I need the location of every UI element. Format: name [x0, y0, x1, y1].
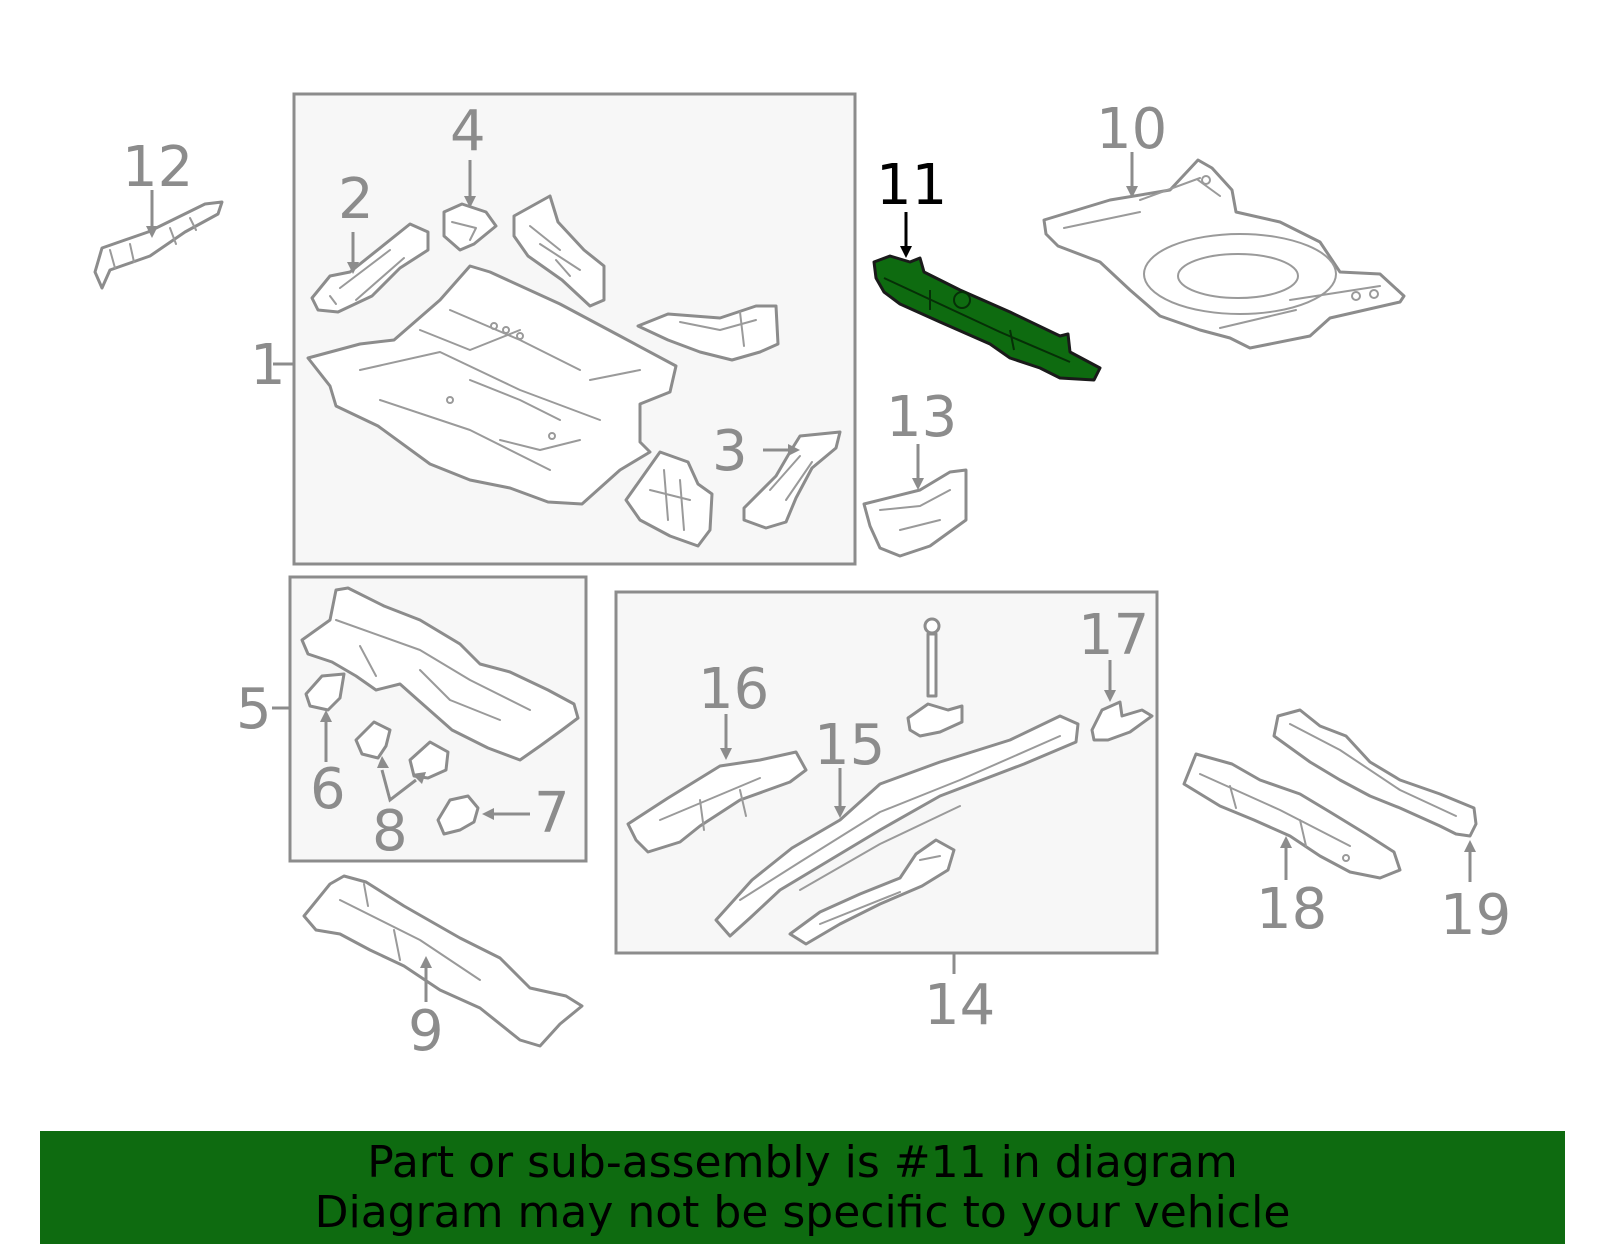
arrow-2 — [347, 262, 359, 274]
callout-17[interactable]: 17 — [1078, 603, 1149, 668]
arrow-17 — [1104, 690, 1116, 702]
part-7[interactable] — [436, 794, 480, 836]
info-banner: Part or sub-assembly is #11 in diagram D… — [40, 1131, 1565, 1244]
callout-14[interactable]: 14 — [924, 973, 995, 1038]
part-2[interactable] — [310, 222, 430, 314]
arrow-15 — [834, 806, 846, 818]
arrow-8b — [412, 772, 426, 784]
leader-8 — [380, 769, 417, 803]
arrow-19 — [1464, 840, 1476, 852]
banner-line-1: Part or sub-assembly is #11 in diagram — [367, 1136, 1238, 1188]
part-6[interactable] — [304, 672, 346, 712]
arrow-6 — [320, 710, 332, 722]
callout-11[interactable]: 11 — [876, 153, 947, 218]
part-9[interactable] — [302, 874, 584, 1048]
part-16[interactable] — [626, 750, 808, 854]
part-11-highlighted[interactable] — [872, 254, 1102, 382]
part-18[interactable] — [1182, 752, 1402, 880]
arrow-11 — [900, 246, 912, 258]
callout-4[interactable]: 4 — [450, 99, 486, 164]
callout-15[interactable]: 15 — [814, 713, 885, 778]
part-bracket-rail[interactable] — [788, 838, 956, 946]
callout-5[interactable]: 5 — [236, 677, 272, 742]
callout-19[interactable]: 19 — [1440, 883, 1511, 948]
part-11-detail — [883, 277, 1071, 363]
part-bolt[interactable] — [906, 617, 964, 738]
arrow-18 — [1280, 836, 1292, 848]
callout-3[interactable]: 3 — [712, 419, 748, 484]
arrow-13 — [912, 478, 924, 490]
arrow-4 — [464, 196, 476, 208]
banner-line-2: Diagram may not be specific to your vehi… — [314, 1186, 1291, 1238]
arrow-12 — [146, 226, 158, 238]
part-10[interactable] — [1042, 158, 1406, 350]
arrow-3 — [788, 444, 800, 456]
part-19[interactable] — [1272, 708, 1478, 838]
part-bracket-upper[interactable] — [512, 194, 606, 308]
callout-16[interactable]: 16 — [698, 657, 769, 722]
callout-8[interactable]: 8 — [372, 799, 408, 864]
part-4[interactable] — [442, 202, 498, 252]
callout-9[interactable]: 9 — [408, 999, 444, 1064]
part-11-shape — [872, 254, 1102, 382]
part-15[interactable] — [714, 714, 1080, 938]
part-5[interactable] — [300, 586, 580, 762]
part-bracket-lower[interactable] — [624, 450, 714, 548]
callout-2[interactable]: 2 — [338, 167, 374, 232]
part-8[interactable] — [354, 720, 450, 780]
part-bracket-mid[interactable] — [636, 304, 780, 362]
part-1-floor-pan[interactable] — [306, 264, 678, 506]
part-12[interactable] — [93, 200, 224, 290]
callout-6[interactable]: 6 — [310, 757, 346, 822]
arrow-10 — [1126, 186, 1138, 198]
callout-12[interactable]: 12 — [122, 135, 193, 200]
callout-18[interactable]: 18 — [1256, 877, 1327, 942]
arrow-9 — [420, 956, 432, 968]
group-box-14 — [614, 590, 1159, 955]
part-17[interactable] — [1090, 700, 1154, 742]
arrow-7 — [482, 808, 494, 820]
arrow-8a — [377, 756, 389, 768]
part-3[interactable] — [742, 430, 842, 530]
arrow-16 — [720, 748, 732, 760]
callout-13[interactable]: 13 — [886, 385, 957, 450]
callout-7[interactable]: 7 — [534, 781, 570, 846]
part-11-hole — [953, 291, 971, 309]
part-13[interactable] — [862, 468, 968, 558]
callout-10[interactable]: 10 — [1096, 97, 1167, 162]
callout-1[interactable]: 1 — [250, 333, 286, 398]
